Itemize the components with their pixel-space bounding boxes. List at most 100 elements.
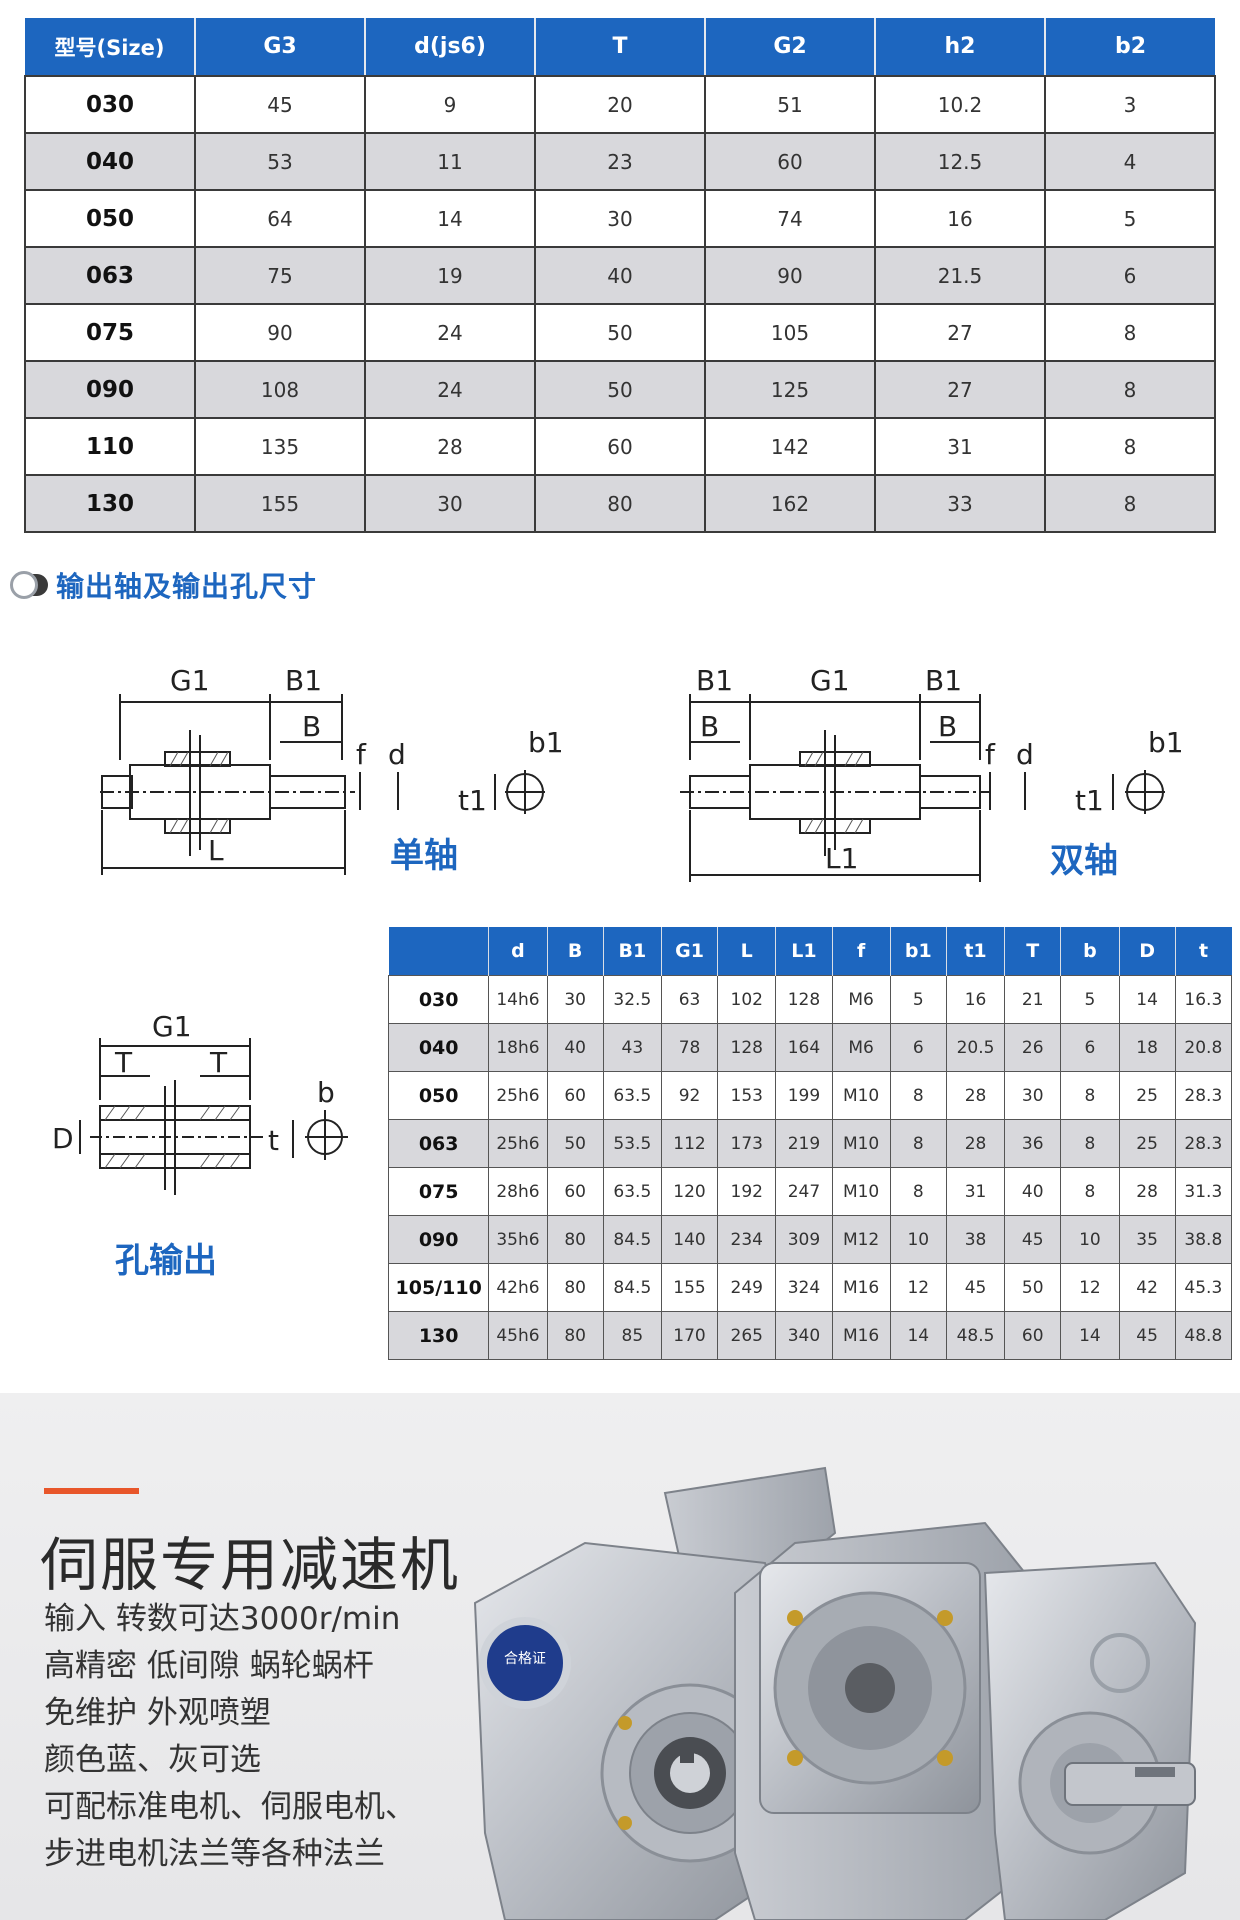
- shaft-model-cell: 090: [387, 1215, 490, 1264]
- size-value-cell: 24: [365, 304, 536, 362]
- shaft-model-cell: 050: [387, 1071, 490, 1120]
- shaft-value-cell: 40: [1004, 1167, 1062, 1216]
- shaft-value-cell: 20.5: [945, 1023, 1006, 1072]
- size-model-cell: 130: [24, 475, 196, 533]
- header-t: T: [535, 18, 706, 77]
- shaft-value-cell: 28: [945, 1119, 1006, 1168]
- size-value-cell: 40: [535, 247, 706, 305]
- shaft-value-cell: 50: [1004, 1263, 1062, 1312]
- shaft-value-cell: M6: [831, 975, 891, 1024]
- shaft-value-cell: 63.5: [602, 1071, 662, 1120]
- shaft-header-cell: T: [1004, 927, 1062, 976]
- shaft-value-cell: 155: [660, 1263, 719, 1312]
- shaft-value-cell: 60: [546, 1167, 604, 1216]
- shaft-model-cell: 075: [387, 1167, 490, 1216]
- shaft-model-cell: 130: [387, 1311, 490, 1360]
- header-g2: G2: [705, 18, 876, 77]
- size-value-cell: 74: [705, 190, 876, 248]
- shaft-value-cell: 128: [717, 1023, 777, 1072]
- shaft-value-cell: 84.5: [602, 1263, 662, 1312]
- shaft-value-cell: 8: [1060, 1167, 1120, 1216]
- shaft-value-cell: 324: [775, 1263, 833, 1312]
- shaft-value-cell: 60: [1004, 1311, 1062, 1360]
- size-value-cell: 30: [365, 475, 536, 533]
- size-table-header: 型号(Size) G3 d(js6) T G2 h2 b2: [25, 18, 1215, 77]
- shaft-value-cell: 35h6: [488, 1215, 548, 1264]
- shaft-value-cell: 18: [1118, 1023, 1176, 1072]
- shaft-value-cell: 28.3: [1174, 1071, 1233, 1120]
- size-value-cell: 5: [1045, 190, 1216, 248]
- shaft-value-cell: 12: [889, 1263, 947, 1312]
- size-value-cell: 51: [705, 76, 876, 134]
- header-b2: b2: [1045, 18, 1215, 77]
- size-value-cell: 27: [875, 304, 1046, 362]
- size-value-cell: 90: [705, 247, 876, 305]
- size-value-cell: 11: [365, 133, 536, 191]
- nameplate-text: 合格证: [504, 1651, 546, 1667]
- shaft-value-cell: 199: [775, 1071, 833, 1120]
- shaft-value-cell: 309: [775, 1215, 833, 1264]
- shaft-value-cell: 8: [889, 1167, 947, 1216]
- header-h2: h2: [875, 18, 1046, 77]
- dim-g1: G1: [810, 664, 850, 697]
- size-value-cell: 45: [195, 76, 366, 134]
- dim-l: L: [208, 834, 224, 867]
- shaft-value-cell: 36: [1004, 1119, 1062, 1168]
- shaft-value-cell: 45h6: [488, 1311, 548, 1360]
- dim-b: B: [302, 710, 321, 743]
- shaft-value-cell: 28: [1118, 1167, 1176, 1216]
- dim-b-left: B: [700, 710, 719, 743]
- size-value-cell: 53: [195, 133, 366, 191]
- shaft-value-cell: 80: [546, 1215, 604, 1264]
- size-model-cell: 050: [24, 190, 196, 248]
- shaft-value-cell: 30: [1004, 1071, 1062, 1120]
- shaft-value-cell: 53.5: [602, 1119, 662, 1168]
- shaft-header-cell: b: [1060, 927, 1120, 976]
- size-value-cell: 90: [195, 304, 366, 362]
- header-g3: G3: [195, 18, 366, 77]
- shaft-value-cell: 102: [717, 975, 777, 1024]
- accent-bar: [44, 1488, 139, 1494]
- feature-line: 免维护 外观喷塑: [44, 1695, 271, 1731]
- shaft-value-cell: 60: [546, 1071, 604, 1120]
- dim-b-right: B: [938, 710, 957, 743]
- size-value-cell: 3: [1045, 76, 1216, 134]
- header-size: 型号(Size): [25, 18, 196, 77]
- shaft-value-cell: 45.3: [1174, 1263, 1233, 1312]
- shaft-header-cell: b1: [890, 927, 947, 976]
- shaft-value-cell: 249: [717, 1263, 777, 1312]
- size-value-cell: 80: [535, 475, 706, 533]
- shaft-value-cell: M16: [831, 1311, 891, 1360]
- banner-features: 输入 转数可达3000r/min 高精密 低间隙 蜗轮蜗杆 免维护 外观喷塑 颜…: [44, 1596, 416, 1878]
- size-value-cell: 20: [535, 76, 706, 134]
- double-shaft-diagram: B1 G1 B1 B B f d L1 b1 t1: [680, 664, 1184, 882]
- shaft-header-cell: [388, 927, 490, 976]
- ring-icon: [10, 571, 38, 599]
- size-value-cell: 8: [1045, 361, 1216, 419]
- shaft-value-cell: 92: [660, 1071, 719, 1120]
- size-value-cell: 108: [195, 361, 366, 419]
- size-value-cell: 142: [705, 418, 876, 476]
- shaft-value-cell: 78: [660, 1023, 719, 1072]
- shaft-value-cell: 14: [889, 1311, 947, 1360]
- shaft-value-cell: 80: [546, 1311, 604, 1360]
- size-value-cell: 10.2: [875, 76, 1046, 134]
- shaft-value-cell: M10: [831, 1071, 891, 1120]
- shaft-value-cell: 340: [775, 1311, 833, 1360]
- section-heading: 输出轴及输出孔尺寸: [10, 565, 317, 605]
- dim-t1: t1: [458, 784, 487, 817]
- shaft-header-cell: f: [832, 927, 891, 976]
- shaft-value-cell: 140: [660, 1215, 719, 1264]
- product-banner: 伺服专用减速机 输入 转数可达3000r/min 高精密 低间隙 蜗轮蜗杆 免维…: [0, 1393, 1240, 1920]
- shaft-value-cell: 219: [775, 1119, 833, 1168]
